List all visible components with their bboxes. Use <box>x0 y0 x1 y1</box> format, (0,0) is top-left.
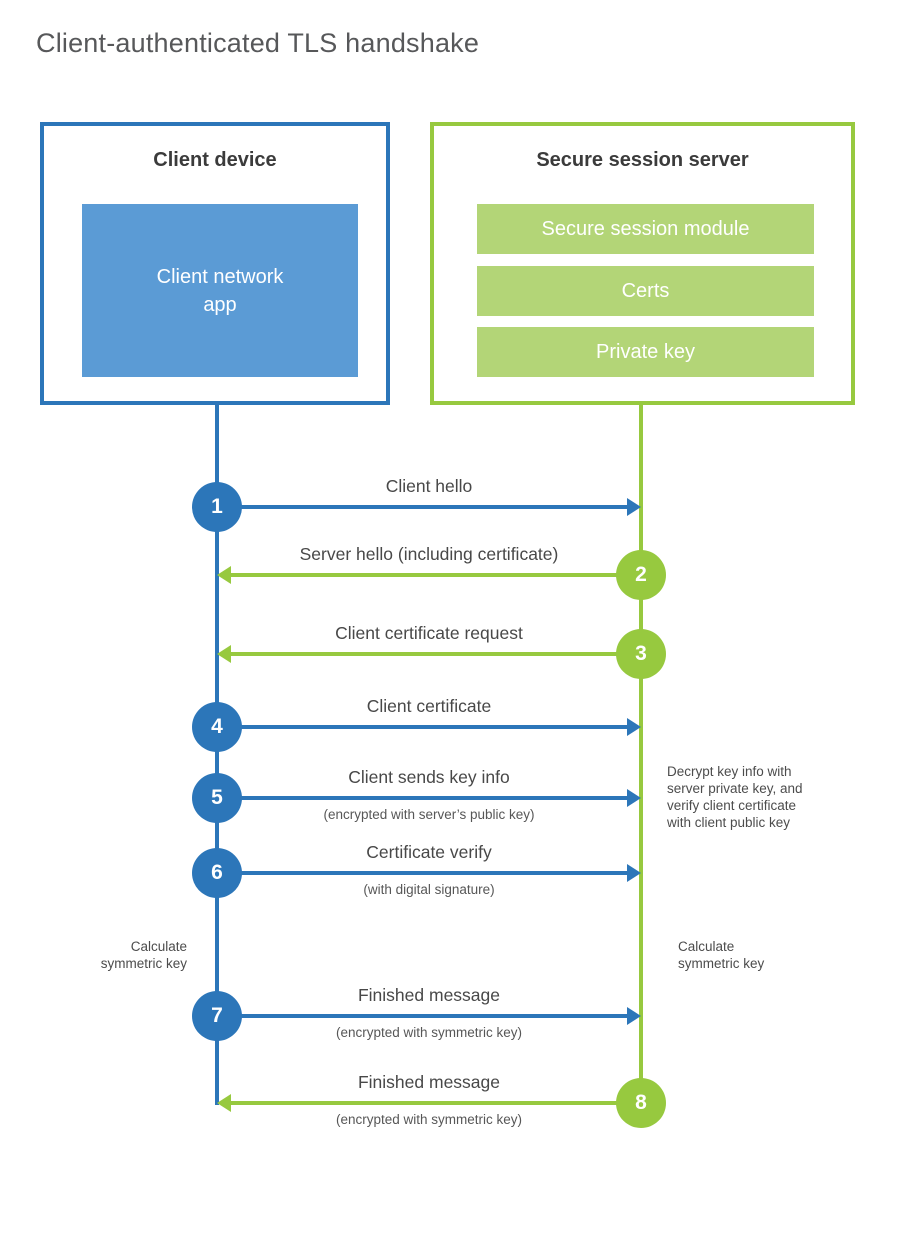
arrow-line <box>217 505 627 509</box>
message-label: Client certificate request <box>335 623 523 643</box>
arrow-head-icon <box>217 645 231 663</box>
message-label: Client sends key info <box>348 767 510 787</box>
arrow-line <box>217 871 627 875</box>
message-sublabel: (encrypted with server’s public key) <box>323 807 535 822</box>
server-lifeline <box>639 405 643 1107</box>
arrow-head-icon <box>627 1007 641 1025</box>
arrow-head-icon <box>217 1094 231 1112</box>
client-device-box: Client device Client network app <box>40 122 390 405</box>
arrow-line <box>231 652 641 656</box>
message-sublabel: (encrypted with symmetric key) <box>335 1025 523 1040</box>
client-network-app-label: Client network app <box>156 265 284 316</box>
step-badge: 8 <box>616 1078 666 1128</box>
server-title: Secure session server <box>536 149 749 171</box>
server-box: Secure session server Secure session mod… <box>430 122 855 405</box>
annotation-calculate-symmetric-key-server: Calculate symmetric key <box>678 939 765 971</box>
step-badge: 6 <box>192 848 242 898</box>
arrow-head-icon <box>217 566 231 584</box>
arrow-line <box>217 725 627 729</box>
arrow-line <box>217 1014 627 1018</box>
message-label: Finished message <box>357 1072 501 1092</box>
client-device-title: Client device <box>153 149 277 171</box>
step-badge: 5 <box>192 773 242 823</box>
message-sublabel: (with digital signature) <box>363 882 495 897</box>
server-module-secure-session: Secure session module <box>477 204 814 254</box>
message-label: Client hello <box>385 476 473 496</box>
step-badge: 7 <box>192 991 242 1041</box>
server-module-private-key: Private key <box>477 327 814 377</box>
message-sublabel: (encrypted with symmetric key) <box>335 1112 523 1127</box>
arrow-line <box>217 796 627 800</box>
message-label: Client certificate <box>366 696 492 716</box>
arrow-head-icon <box>627 498 641 516</box>
server-module-certs: Certs <box>477 266 814 316</box>
client-network-app-box: Client network app <box>82 204 358 377</box>
arrow-line <box>231 573 641 577</box>
page-title: Client-authenticated TLS handshake <box>36 28 480 58</box>
step-badge: 1 <box>192 482 242 532</box>
step-badge: 4 <box>192 702 242 752</box>
annotation-calculate-symmetric-key-client: Calculate symmetric key <box>100 939 187 971</box>
arrow-line <box>231 1101 641 1105</box>
annotation-decrypt-key-info: Decrypt key info with server private key… <box>667 764 803 830</box>
arrow-head-icon <box>627 718 641 736</box>
client-lifeline <box>215 405 219 1105</box>
message-label: Certificate verify <box>366 842 492 862</box>
arrow-head-icon <box>627 864 641 882</box>
step-badge: 2 <box>616 550 666 600</box>
message-label: Finished message <box>357 985 501 1005</box>
step-badge: 3 <box>616 629 666 679</box>
message-label: Server hello (including certificate) <box>299 544 559 564</box>
arrow-head-icon <box>627 789 641 807</box>
